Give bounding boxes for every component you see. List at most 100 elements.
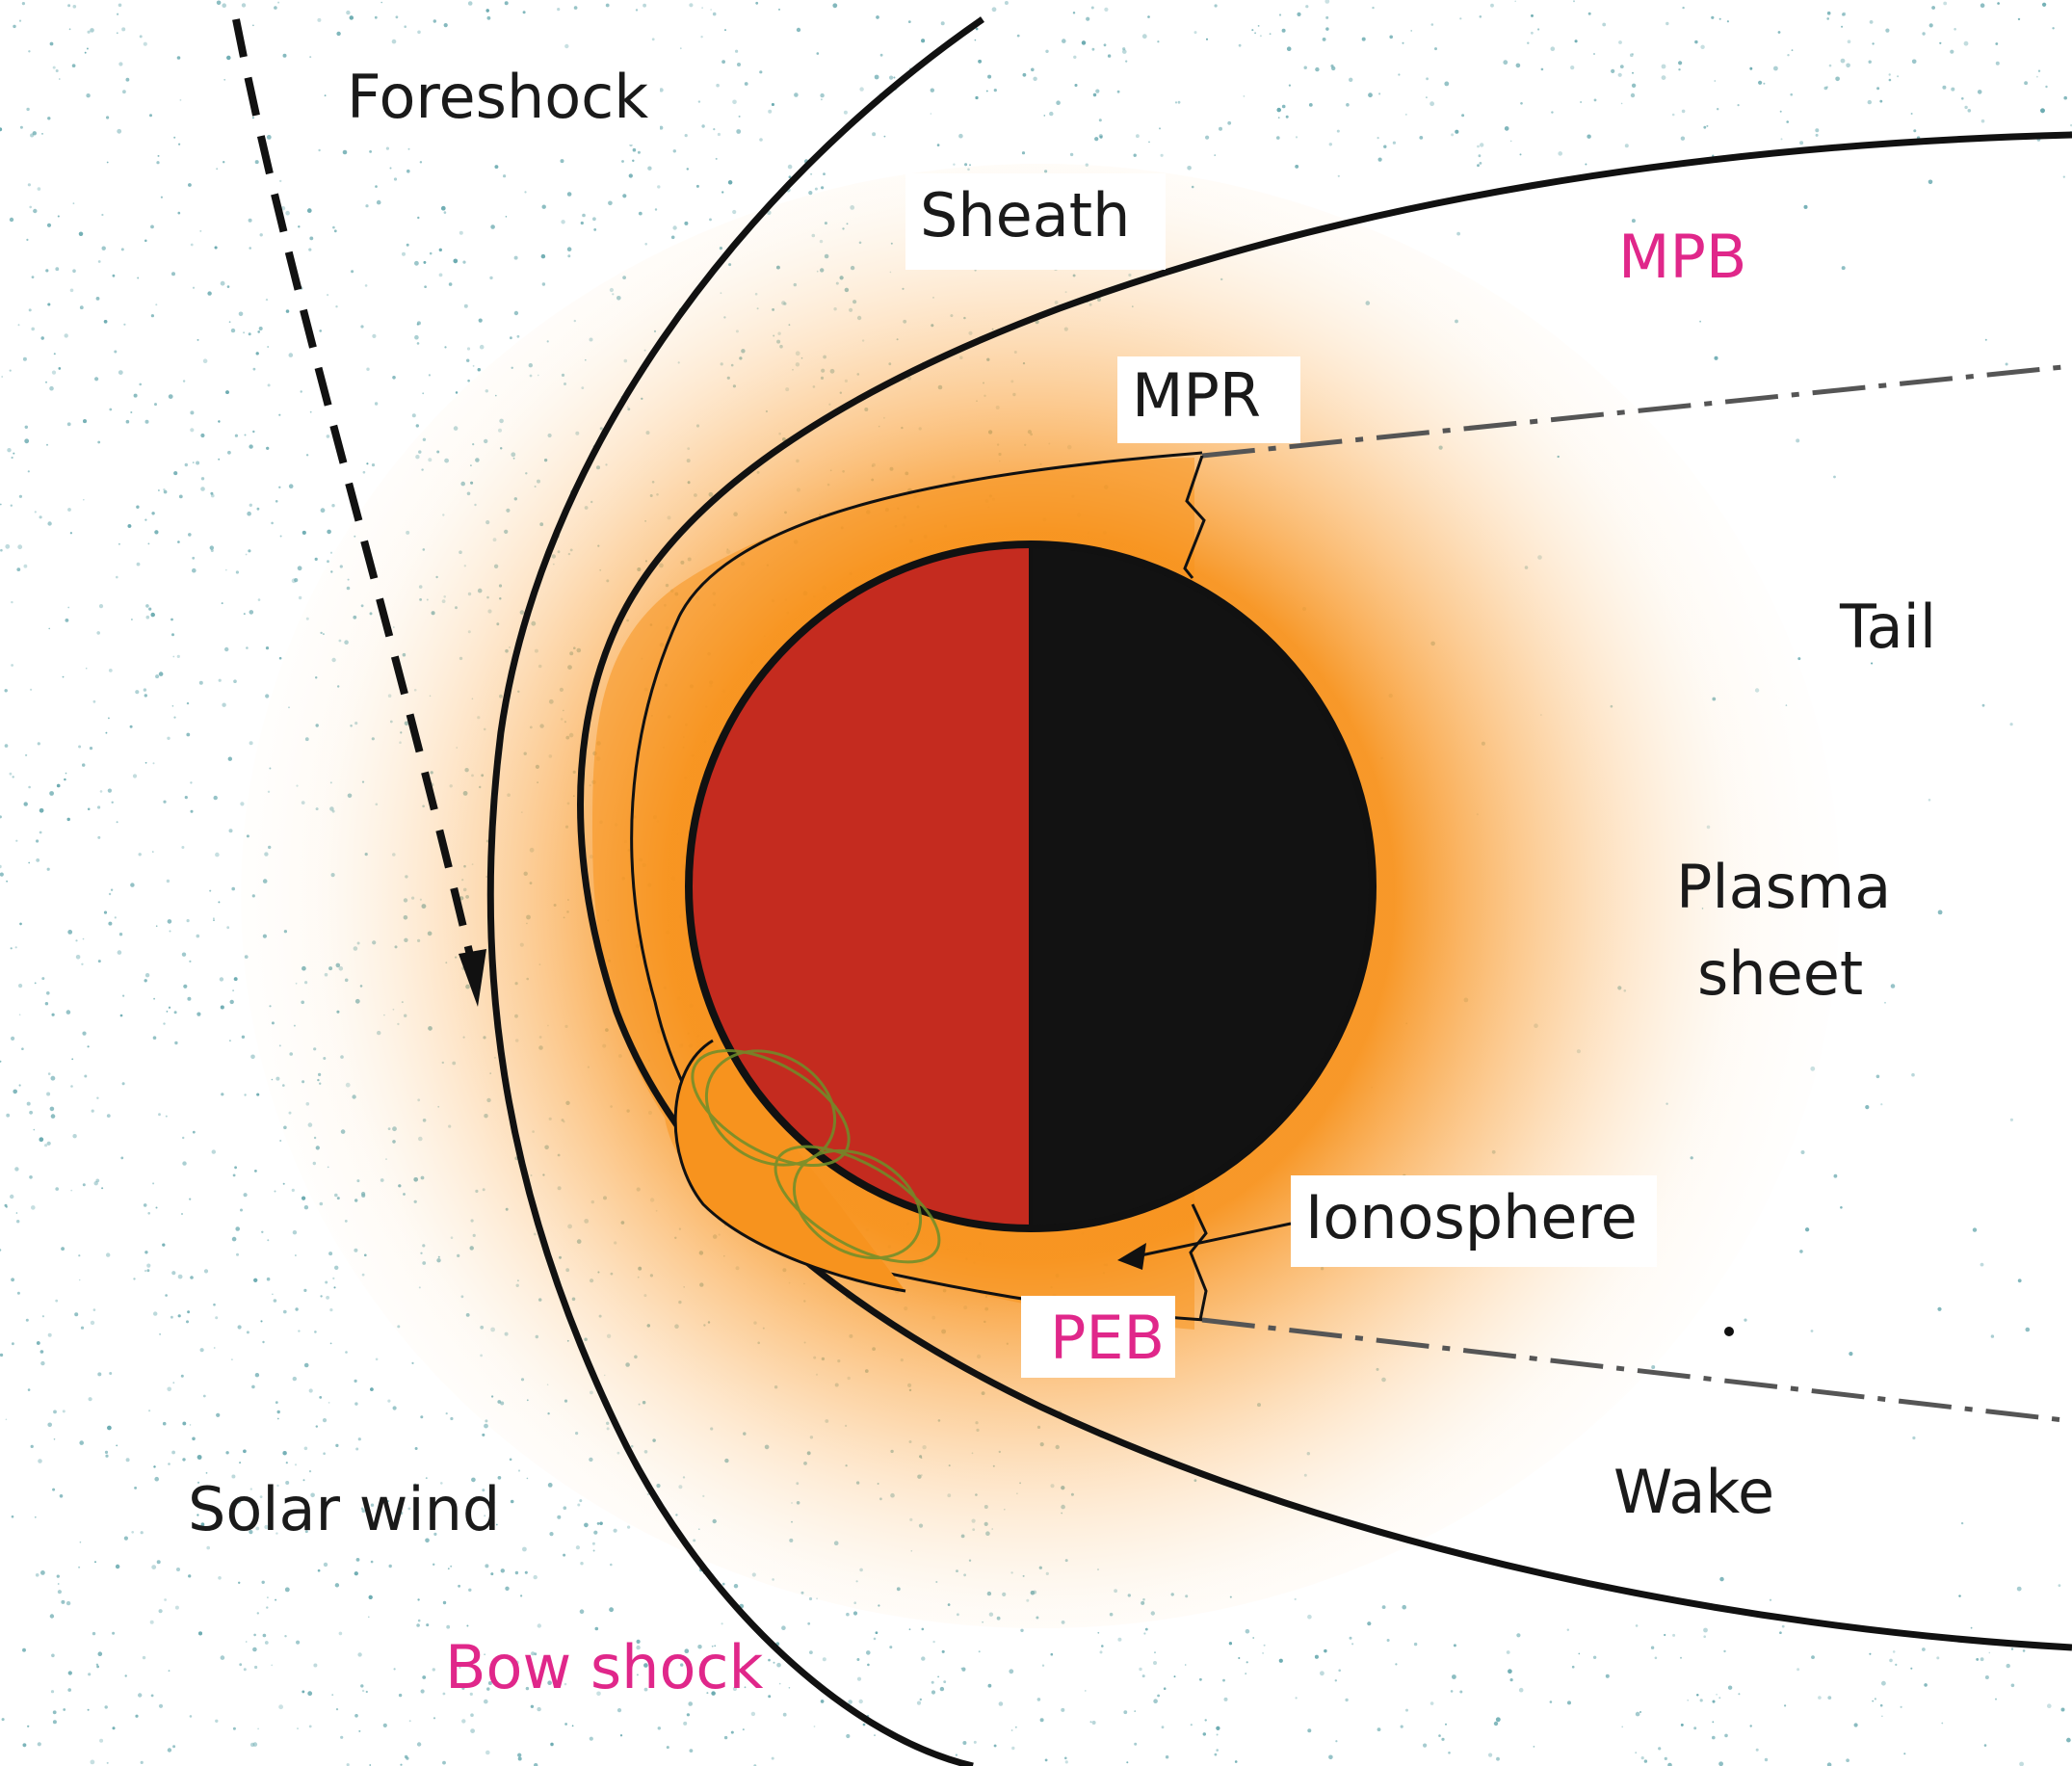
particle	[167, 736, 170, 740]
particle	[267, 1239, 270, 1242]
particle	[1981, 703, 1985, 707]
particle	[310, 1492, 315, 1498]
particle	[1988, 1651, 1991, 1654]
particle	[721, 191, 724, 194]
particle	[145, 615, 150, 619]
particle	[275, 500, 278, 503]
particle	[466, 358, 470, 362]
particle	[192, 567, 197, 573]
particle	[1243, 95, 1246, 97]
particle	[264, 1641, 269, 1645]
particle	[144, 973, 150, 978]
particle	[223, 161, 225, 164]
particle	[328, 1252, 333, 1256]
particle	[235, 1226, 240, 1231]
particle	[580, 1562, 584, 1566]
particle	[96, 631, 100, 635]
particle	[105, 731, 108, 734]
particle	[357, 1652, 362, 1657]
particle	[969, 164, 971, 167]
particle	[522, 1546, 527, 1552]
particle	[284, 1587, 290, 1593]
particle	[213, 917, 215, 920]
particle	[1714, 80, 1717, 82]
particle	[82, 1031, 87, 1036]
particle	[199, 1348, 204, 1353]
particle	[1680, 136, 1686, 141]
particle	[118, 370, 123, 375]
particle	[1810, 1330, 1814, 1332]
particle	[186, 919, 190, 923]
particle	[564, 1682, 567, 1686]
particle	[231, 886, 235, 891]
particle	[679, 47, 682, 50]
particle	[517, 1753, 522, 1757]
particle	[186, 732, 191, 737]
particle	[1123, 1710, 1128, 1715]
particle	[5, 1418, 8, 1421]
particle	[1872, 42, 1875, 45]
particle	[670, 235, 675, 240]
particle	[461, 1719, 466, 1724]
particle	[1664, 1633, 1666, 1637]
particle	[1825, 86, 1829, 89]
particle	[117, 128, 122, 134]
particle	[232, 1726, 236, 1730]
particle	[101, 246, 106, 250]
particle	[278, 1704, 283, 1710]
particle	[254, 1170, 257, 1173]
particle	[26, 107, 30, 112]
particle	[116, 32, 118, 35]
particle	[285, 210, 290, 216]
particle	[1116, 90, 1120, 93]
particle	[216, 1412, 221, 1417]
particle	[67, 508, 71, 512]
particle	[307, 208, 312, 213]
particle	[808, 191, 813, 196]
particle	[49, 1614, 55, 1619]
particle	[158, 1703, 164, 1708]
particle	[67, 1688, 71, 1692]
particle	[1193, 31, 1197, 35]
particle	[147, 1212, 150, 1215]
particle	[164, 1598, 168, 1601]
particle	[121, 27, 126, 32]
particle	[15, 839, 18, 842]
particle	[495, 1523, 498, 1526]
particle	[636, 1645, 641, 1650]
particle	[441, 205, 446, 211]
plasma-sheet-label-line2: sheet	[1697, 938, 1863, 1009]
particle	[484, 1515, 486, 1517]
particle	[1036, 1698, 1041, 1701]
particle	[859, 87, 864, 92]
particle	[256, 507, 260, 511]
particle	[1368, 92, 1373, 98]
particle	[130, 883, 135, 887]
particle	[1444, 81, 1450, 87]
particle	[4, 744, 9, 748]
particle	[218, 901, 221, 904]
particle	[207, 291, 212, 296]
particle	[18, 1084, 21, 1087]
particle	[2037, 69, 2041, 72]
particle	[197, 1455, 202, 1460]
particle	[275, 1598, 277, 1601]
particle	[96, 1096, 99, 1099]
particle	[148, 1410, 151, 1412]
particle	[53, 353, 56, 356]
particle	[773, 1661, 775, 1664]
particle	[303, 1205, 309, 1210]
particle	[31, 1205, 36, 1210]
particle	[549, 1532, 554, 1537]
particle	[930, 88, 934, 92]
particle	[978, 1650, 981, 1653]
particle	[684, 1648, 690, 1653]
particle	[1245, 1628, 1250, 1634]
particle	[473, 1501, 476, 1504]
particle	[1122, 47, 1126, 51]
particle	[366, 462, 369, 465]
particle	[13, 1089, 17, 1094]
particle	[79, 1541, 82, 1543]
particle	[177, 540, 180, 543]
particle	[742, 1666, 745, 1669]
